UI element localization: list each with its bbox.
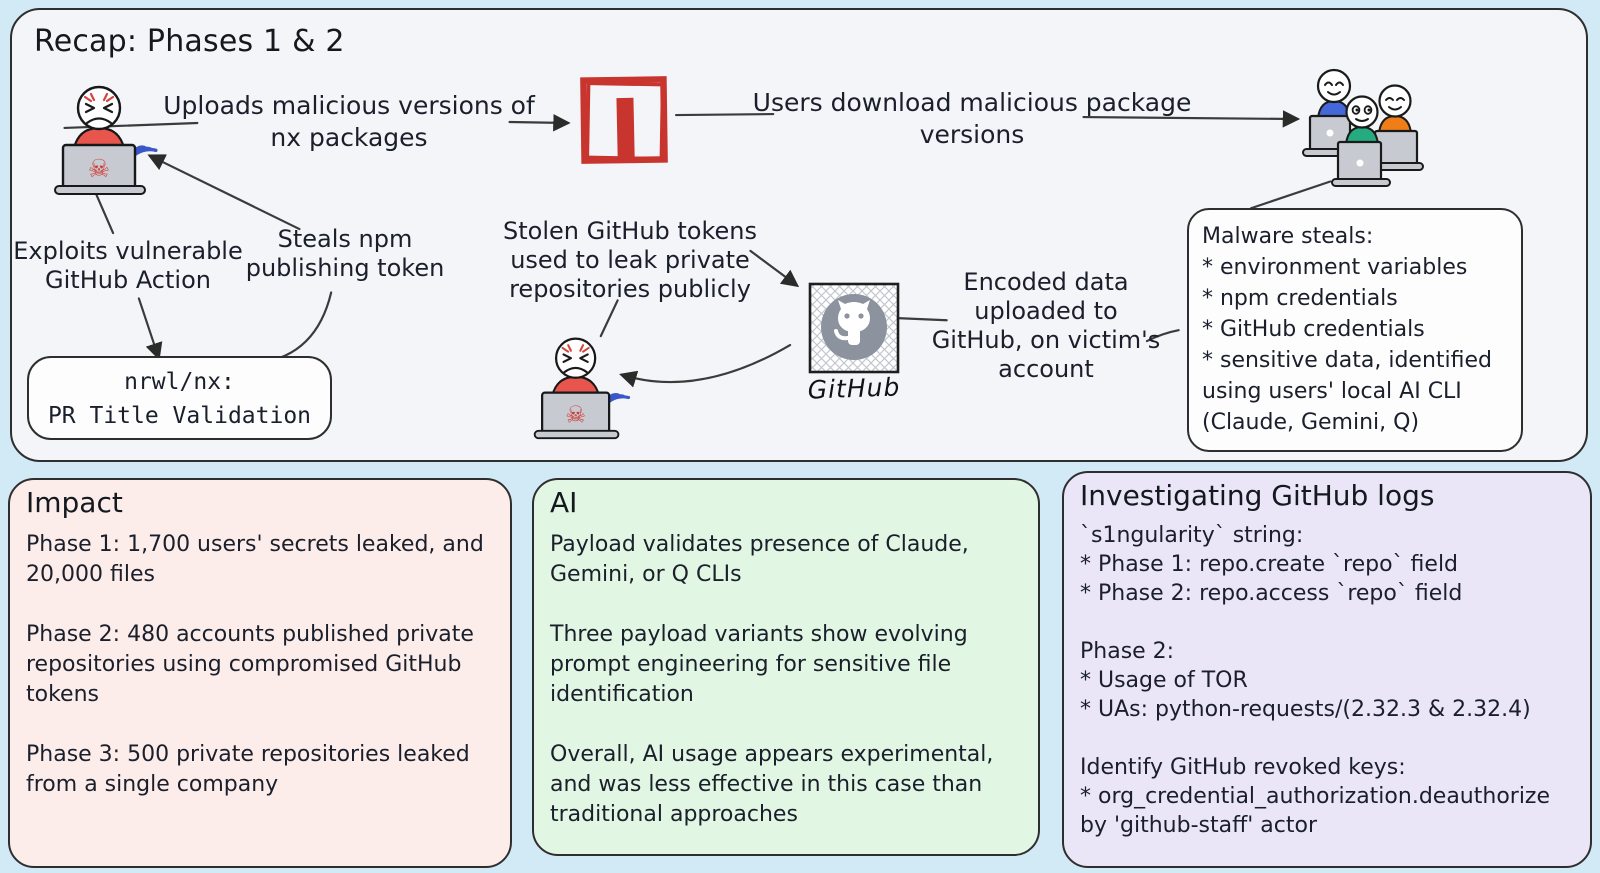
label-stolen-tokens: Stolen GitHub tokens used to leak privat… [502,217,758,303]
skull-icon: ☠ [88,154,110,183]
curve-steals-to-nrwl [258,291,333,364]
arrow-downloads-to-users [1082,110,1301,128]
github-icon: GitHub [807,282,903,405]
anger-marks [83,92,115,103]
curve-github-to-hacker2 [619,343,792,388]
user-blue [1302,68,1358,157]
line-users-to-malware [1249,180,1332,210]
users-icon [1284,64,1429,192]
label-encoded-data: Encoded data uploaded to GitHub, on vict… [931,268,1161,383]
attacker-icon: ☠ [48,82,168,197]
attacker-icon-2: ☠ [528,334,640,441]
line-hacker-to-uploads [63,121,199,130]
arrow-exploits-to-nrwl [137,297,163,361]
skull-icon: ☠ [565,401,586,428]
impact-panel: Impact Phase 1: 1,700 users' secrets lea… [8,478,512,868]
recap-panel: Recap: Phases 1 & 2 ☠ [10,8,1588,462]
laptop-base [54,185,146,195]
connector-lines [63,110,1332,388]
ai-title: AI [550,486,578,519]
recap-title: Recap: Phases 1 & 2 [34,24,345,59]
ai-panel: AI Payload validates presence of Claude,… [532,478,1040,856]
line-laptop-to-exploits [95,193,115,235]
malware-steals-box: Malware steals: * environment variables … [1187,208,1523,452]
angry-face [84,102,114,125]
label-steals-token: Steals npm publishing token [245,225,445,282]
github-logs-body: `s1ngularity` string: * Phase 1: repo.cr… [1080,523,1551,838]
label-exploits: Exploits vulnerable GitHub Action [13,237,243,294]
label-downloads: Users download malicious package version… [752,88,1192,149]
user-green [1331,95,1391,187]
impact-body: Phase 1: 1,700 users' secrets leaked, an… [26,532,484,797]
line-stolen-to-hacker2 [599,299,619,338]
nrwl-nx-box: nrwl/nx: PR Title Validation [27,356,332,440]
attacker-head [76,85,122,131]
arrow-uploads-to-npm [508,114,571,132]
npm-icon [574,70,674,170]
octocat-silhouette [834,300,870,345]
arrow-steals-to-hacker [147,154,301,231]
github-logs-panel: Investigating GitHub logs `s1ngularity` … [1062,471,1592,868]
label-uploads: Uploads malicious versions of nx package… [163,91,535,152]
line-malware-to-encoded [1145,329,1180,343]
arrow-stolen-to-github [749,249,800,288]
github-logs-title: Investigating GitHub logs [1080,479,1435,512]
user-orange [1370,84,1424,171]
github-label: GitHub [807,372,901,405]
line-npm-to-downloads [675,112,775,117]
ai-body: Payload validates presence of Claude, Ge… [550,532,994,827]
impact-title: Impact [26,486,123,519]
